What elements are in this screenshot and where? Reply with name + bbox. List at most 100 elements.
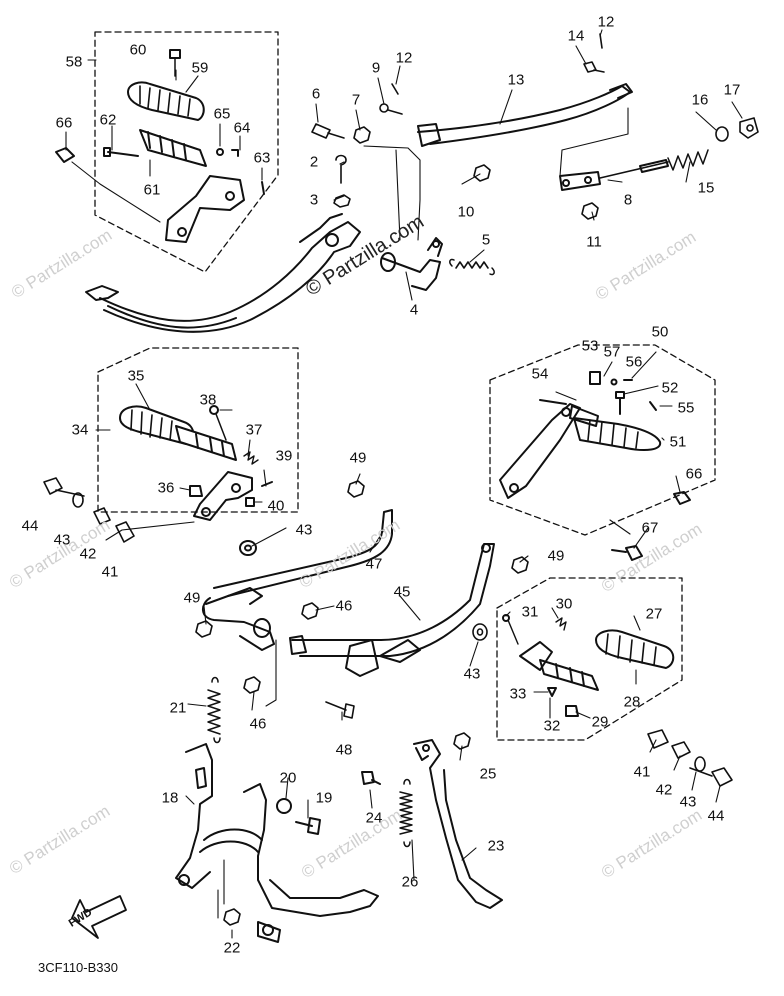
right-fasteners [647, 729, 733, 787]
callout-53: 53 [581, 337, 599, 355]
callout-65: 65 [213, 105, 231, 123]
callout-38: 38 [199, 391, 217, 409]
small-hardware-top [311, 33, 759, 220]
footrest-50 [499, 371, 691, 561]
callout-28: 28 [623, 693, 641, 711]
callout-6: 6 [311, 85, 321, 103]
callout-22: 22 [223, 939, 241, 957]
callout-27: 27 [645, 605, 663, 623]
callout-49c: 49 [183, 589, 201, 607]
spring-21 [207, 676, 221, 744]
callout-43c: 43 [463, 665, 481, 683]
callout-52: 52 [661, 379, 679, 397]
callout-29: 29 [591, 713, 609, 731]
footrest-27 [502, 614, 675, 717]
callout-12a: 12 [395, 49, 413, 67]
frame-bracket-45 [289, 543, 495, 677]
callout-16: 16 [691, 91, 709, 109]
callout-37: 37 [245, 421, 263, 439]
callout-35: 35 [127, 367, 145, 385]
callout-2: 2 [309, 153, 319, 171]
group-box-34 [97, 347, 299, 513]
callout-46b: 46 [249, 715, 267, 733]
callout-62: 62 [99, 111, 117, 129]
spring-26 [399, 778, 413, 848]
callout-61: 61 [143, 181, 161, 199]
callout-42a: 42 [79, 545, 97, 563]
callout-39: 39 [275, 447, 293, 465]
callout-21: 21 [169, 699, 187, 717]
callout-56: 56 [625, 353, 643, 371]
brake-rod-adjuster [559, 149, 709, 191]
callout-45: 45 [393, 583, 411, 601]
callout-25: 25 [479, 765, 497, 783]
diagram-code: 3CF110-B330 [38, 960, 118, 975]
callout-44b: 44 [707, 807, 725, 825]
callout-48: 48 [335, 741, 353, 759]
callout-17: 17 [723, 81, 741, 99]
callout-26: 26 [401, 873, 419, 891]
callout-43d: 43 [679, 793, 697, 811]
callout-4: 4 [409, 301, 419, 319]
callout-8: 8 [623, 191, 633, 209]
callout-3: 3 [309, 191, 319, 209]
callout-9: 9 [371, 59, 381, 77]
callout-41a: 41 [101, 563, 119, 581]
callout-67: 67 [641, 519, 659, 537]
callout-12b: 12 [597, 13, 615, 31]
callout-14: 14 [567, 27, 585, 45]
footrest-58 [55, 49, 265, 243]
side-stand [361, 739, 503, 909]
callout-24: 24 [365, 809, 383, 827]
fwd-arrow [71, 895, 127, 939]
callout-11: 11 [586, 233, 602, 251]
callout-15: 15 [697, 179, 715, 197]
callout-19: 19 [315, 789, 333, 807]
callout-18: 18 [161, 789, 179, 807]
callout-36: 36 [157, 479, 175, 497]
group-box-27 [496, 577, 683, 741]
bolt-48 [325, 701, 355, 719]
brake-rod [417, 83, 633, 147]
callout-43b: 43 [295, 521, 313, 539]
callout-42b: 42 [655, 781, 673, 799]
callout-57: 57 [603, 343, 621, 361]
callout-49a: 49 [349, 449, 367, 467]
main-stand [175, 743, 379, 943]
callout-23: 23 [487, 837, 505, 855]
footrest-34 [119, 405, 273, 556]
callout-20: 20 [279, 769, 297, 787]
callout-44a: 44 [21, 517, 39, 535]
callout-46a: 46 [335, 597, 353, 615]
callout-50: 50 [651, 323, 669, 341]
callout-49b: 49 [547, 547, 565, 565]
callout-41b: 41 [633, 763, 651, 781]
callout-54: 54 [531, 365, 549, 383]
callout-30: 30 [555, 595, 573, 613]
callout-40: 40 [267, 497, 285, 515]
callout-55: 55 [677, 399, 695, 417]
brake-pedal [85, 213, 361, 333]
callout-58: 58 [65, 53, 83, 71]
frame-bracket-47 [202, 509, 393, 651]
group-box-50 [489, 344, 716, 536]
group-box-58 [94, 31, 279, 273]
callout-51: 51 [669, 433, 687, 451]
leader-lines [65, 29, 743, 939]
callout-31: 31 [521, 603, 539, 621]
callout-64: 64 [233, 119, 251, 137]
left-fasteners [43, 477, 135, 543]
callout-60: 60 [129, 41, 147, 59]
callout-33: 33 [509, 685, 527, 703]
callout-66: 66 [55, 114, 73, 132]
callout-10: 10 [457, 203, 475, 221]
brake-shaft-assembly [380, 237, 495, 291]
callout-34: 34 [71, 421, 89, 439]
callout-7: 7 [351, 91, 361, 109]
callout-63: 63 [253, 149, 271, 167]
callout-43a: 43 [53, 531, 71, 549]
callout-13: 13 [507, 71, 525, 89]
callout-5: 5 [481, 231, 491, 249]
callout-66b: 66 [685, 465, 703, 483]
